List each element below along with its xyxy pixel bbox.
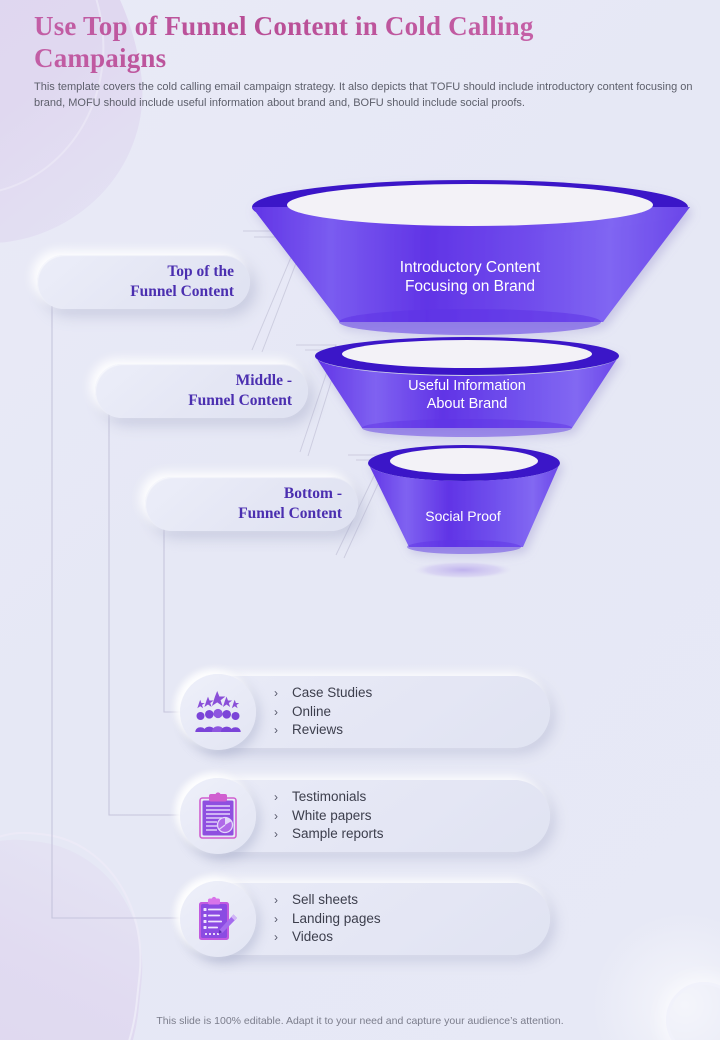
chevron-right-icon: › [274,893,278,908]
list-item-label: Landing pages [292,910,381,926]
funnel-stage-mofu-label-line1: Useful Information [408,378,526,394]
chevron-right-icon: › [274,930,278,945]
header: Use Top of Funnel Content in Cold Callin… [34,10,698,111]
list-item[interactable]: › Online [274,703,372,722]
chevron-right-icon: › [274,911,278,926]
pill-bottom-funnel[interactable]: Bottom - Funnel Content [145,477,358,531]
page-title: Use Top of Funnel Content in Cold Callin… [34,10,574,74]
chevron-right-icon: › [274,723,278,738]
funnel-stage-bofu-label: Social Proof [425,508,501,524]
list-item[interactable]: › Sample reports [274,825,384,844]
decorative-blob-outline-bottom-left [0,820,155,1040]
list-item[interactable]: › Sell sheets [274,891,381,910]
decorative-ring-bottom-right [666,982,720,1040]
list-card-case-studies[interactable]: › Case Studies › Online › Reviews [180,674,550,750]
pill-bottom-funnel-label: Bottom - Funnel Content [238,485,342,522]
list-item-label: Online [292,703,332,719]
list-card-case-studies-items: › Case Studies › Online › Reviews [274,684,372,740]
clipboard-pen-icon-badge [180,881,256,957]
pill-middle-funnel-label: Middle - Funnel Content [188,372,292,409]
funnel-stage-mofu-label-line2: About Brand [427,396,508,412]
list-item[interactable]: › Reviews [274,721,372,740]
list-card-sell-sheets-items: › Sell sheets › Landing pages › Videos [274,891,381,947]
clipboard-chart-icon [199,792,237,839]
list-item-label: Reviews [292,722,344,738]
list-item-label: Case Studies [292,685,373,701]
pen-icon [218,914,237,934]
funnel-stage-mofu [315,337,619,437]
list-card-sell-sheets[interactable]: › Sell sheets › Landing pages › Videos [180,881,550,957]
chevron-right-icon: › [274,686,278,701]
funnel-stage-tofu [252,180,690,335]
stars-people-icon [195,691,241,732]
list-item[interactable]: › Landing pages [274,910,381,929]
funnel-stage-tofu-label-line1: Introductory Content [400,259,541,276]
funnel-ground-shadow [411,561,515,579]
clipboard-pen-icon [199,896,237,940]
stars-people-icon-badge [180,674,256,750]
chevron-right-icon: › [274,827,278,842]
list-card-testimonials-items: › Testimonials › White papers › Sample r… [274,788,384,844]
funnel-stage-tofu-label-line2: Focusing on Brand [405,278,535,295]
funnel-stage-bofu [368,445,560,554]
chevron-right-icon: › [274,808,278,823]
list-card-testimonials[interactable]: › Testimonials › White papers › Sample r… [180,778,550,854]
chevron-right-icon: › [274,790,278,805]
pill-top-of-funnel-label: Top of the Funnel Content [130,263,234,300]
list-item-label: White papers [292,807,372,823]
page-subtitle: This template covers the cold calling em… [34,81,693,109]
clipboard-chart-icon-badge [180,778,256,854]
list-item[interactable]: › White papers [274,807,384,826]
list-item-label: Sell sheets [292,892,359,908]
pill-middle-funnel[interactable]: Middle - Funnel Content [95,364,308,418]
list-item-label: Videos [292,929,334,945]
list-item[interactable]: › Case Studies [274,684,372,703]
list-item-label: Testimonials [292,789,367,805]
chevron-right-icon: › [274,704,278,719]
footer-note: This slide is 100% editable. Adapt it to… [156,1015,564,1027]
list-item[interactable]: › Testimonials [274,788,384,807]
list-item[interactable]: › Videos [274,928,381,947]
list-item-label: Sample reports [292,826,384,842]
pill-top-of-funnel[interactable]: Top of the Funnel Content [37,255,250,309]
